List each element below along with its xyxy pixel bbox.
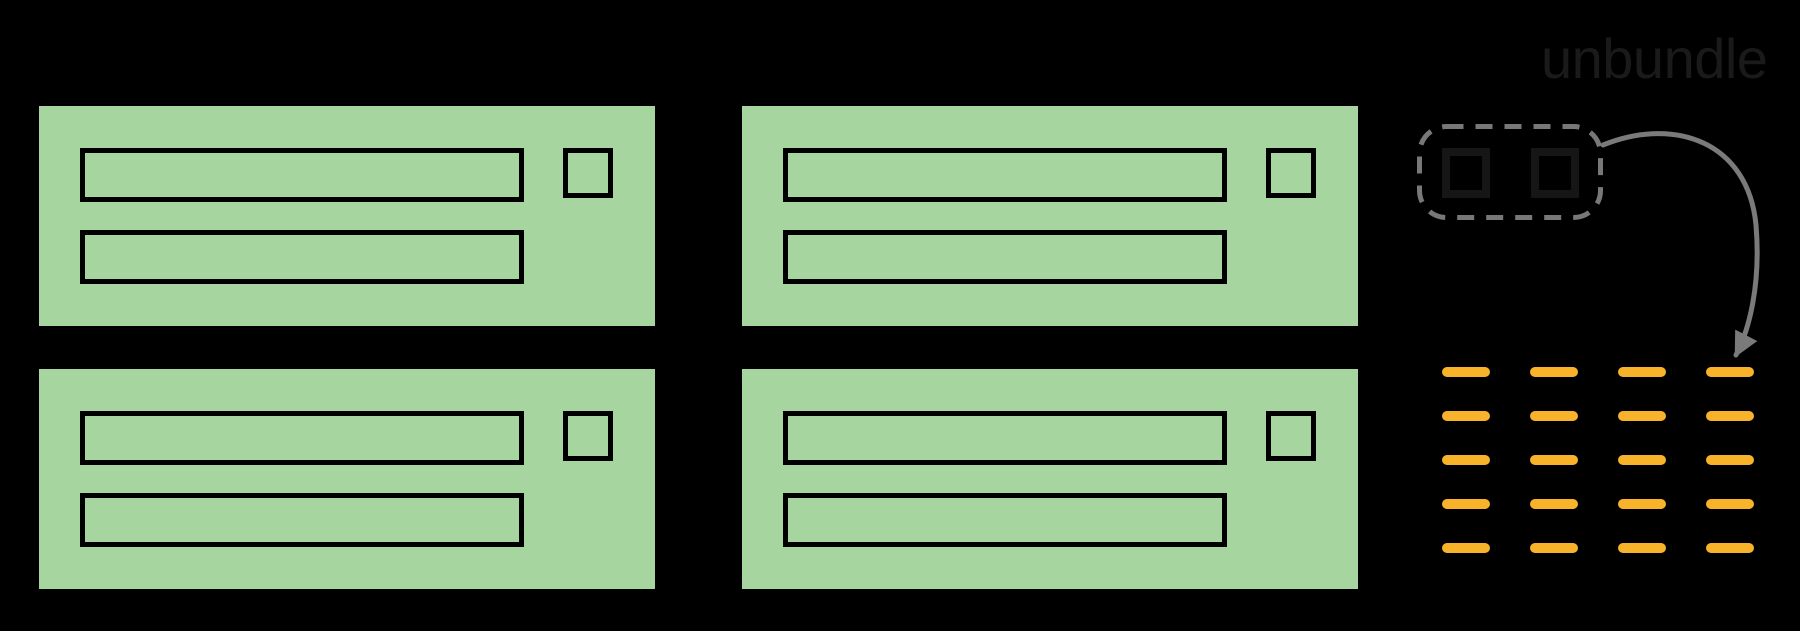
card-bottom-right — [742, 369, 1358, 589]
card-bar-1 — [80, 148, 524, 202]
chunk-dash — [1706, 543, 1754, 553]
chunk-dash-grid — [1442, 367, 1754, 553]
card-small-square — [1266, 148, 1316, 198]
card-bar-1 — [783, 148, 1227, 202]
card-bar-2 — [783, 493, 1227, 547]
chunk-dash — [1530, 543, 1578, 553]
chunk-dash — [1442, 367, 1490, 377]
card-bar-1 — [783, 411, 1227, 465]
card-small-square — [563, 411, 613, 461]
chunk-dash — [1618, 499, 1666, 509]
chunk-dash — [1618, 543, 1666, 553]
chunk-dash — [1706, 367, 1754, 377]
chunk-dash — [1706, 499, 1754, 509]
card-bar-1 — [80, 411, 524, 465]
chunk-dash — [1442, 499, 1490, 509]
chunk-dash — [1442, 455, 1490, 465]
card-bar-2 — [783, 230, 1227, 284]
chunk-dash — [1530, 367, 1578, 377]
unbundle-arrow-icon — [1600, 131, 1760, 358]
bundled-square-2 — [1531, 148, 1579, 198]
chunk-dash — [1530, 455, 1578, 465]
chunk-dash — [1618, 367, 1666, 377]
chunk-dash — [1442, 543, 1490, 553]
card-bar-2 — [80, 230, 524, 284]
card-top-left — [39, 106, 655, 326]
card-top-right — [742, 106, 1358, 326]
card-small-square — [563, 148, 613, 198]
bundled-square-1 — [1442, 148, 1490, 198]
card-bottom-left — [39, 369, 655, 589]
card-bar-2 — [80, 493, 524, 547]
chunk-dash — [1706, 411, 1754, 421]
chunk-dash — [1442, 411, 1490, 421]
chunk-dash — [1706, 455, 1754, 465]
chunk-dash — [1530, 499, 1578, 509]
chunk-dash — [1530, 411, 1578, 421]
chunk-dash — [1618, 411, 1666, 421]
card-small-square — [1266, 411, 1316, 461]
unbundle-label: unbundle — [1541, 27, 1768, 90]
chunk-dash — [1618, 455, 1666, 465]
